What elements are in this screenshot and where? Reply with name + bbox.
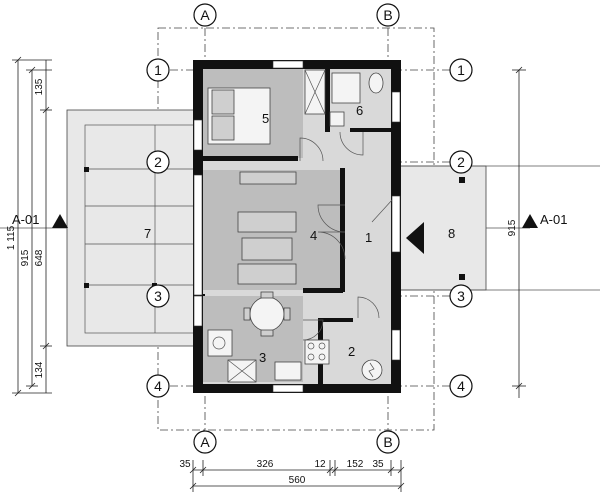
grid-label-left-1: 1	[154, 62, 162, 78]
dim-left-134: 134	[34, 361, 45, 378]
grid-label-right-4: 4	[457, 378, 465, 394]
dim-left-135: 135	[34, 78, 45, 95]
section-arrow-right-icon	[522, 214, 538, 228]
furniture	[207, 69, 424, 383]
section-label-right: A-01	[540, 212, 567, 227]
room-label-3: 3	[259, 350, 266, 365]
dim-bottom-152: 152	[347, 459, 364, 470]
dim-left-915: 915	[20, 249, 31, 266]
grid-label-right-1: 1	[457, 62, 465, 78]
dim-bottom-326: 326	[257, 459, 274, 470]
room-label-6: 6	[356, 103, 363, 118]
grid-label-top-a: A	[200, 7, 210, 23]
room-label-7: 7	[144, 226, 151, 241]
dim-left-1115: 1 115	[6, 225, 17, 250]
grid-label-left-3: 3	[154, 288, 162, 304]
grid-label-top-b: B	[383, 7, 392, 23]
room-label-1: 1	[365, 230, 372, 245]
grid-bubbles: A B A B 1 2 3 4 1 2 3 4	[146, 3, 473, 454]
dim-bottom-35b: 35	[372, 459, 384, 470]
dim-bottom-12: 12	[314, 459, 326, 470]
room-label-5: 5	[262, 111, 269, 126]
grid-label-left-2: 2	[154, 154, 162, 170]
room-label-2: 2	[348, 344, 355, 359]
terrace-right	[397, 165, 600, 291]
dim-bottom-total: 560	[289, 475, 306, 486]
dimensions-bottom: 35 326 12 152 35 560	[179, 459, 405, 492]
grid-label-bottom-b: B	[383, 434, 392, 450]
grid-label-right-2: 2	[457, 154, 465, 170]
dimensions-right: 915	[507, 66, 526, 398]
walls	[193, 60, 401, 393]
room-label-4: 4	[310, 228, 317, 243]
grid-label-bottom-a: A	[200, 434, 210, 450]
section-marks: A-01 A-01	[0, 212, 567, 229]
room-label-8: 8	[448, 226, 455, 241]
dim-left-648: 648	[34, 249, 45, 266]
grid-label-left-4: 4	[154, 378, 162, 394]
dim-right-915: 915	[507, 219, 518, 236]
grid-label-right-3: 3	[457, 288, 465, 304]
section-label-left: A-01	[12, 212, 39, 227]
dim-bottom-35a: 35	[179, 459, 191, 470]
section-arrow-left-icon	[52, 214, 68, 228]
dimensions-left: 1 115 915 135 648 134	[6, 56, 52, 397]
room-labels: 1 2 3 4 5 6 7 8	[144, 103, 455, 365]
terrace-left	[66, 109, 195, 347]
